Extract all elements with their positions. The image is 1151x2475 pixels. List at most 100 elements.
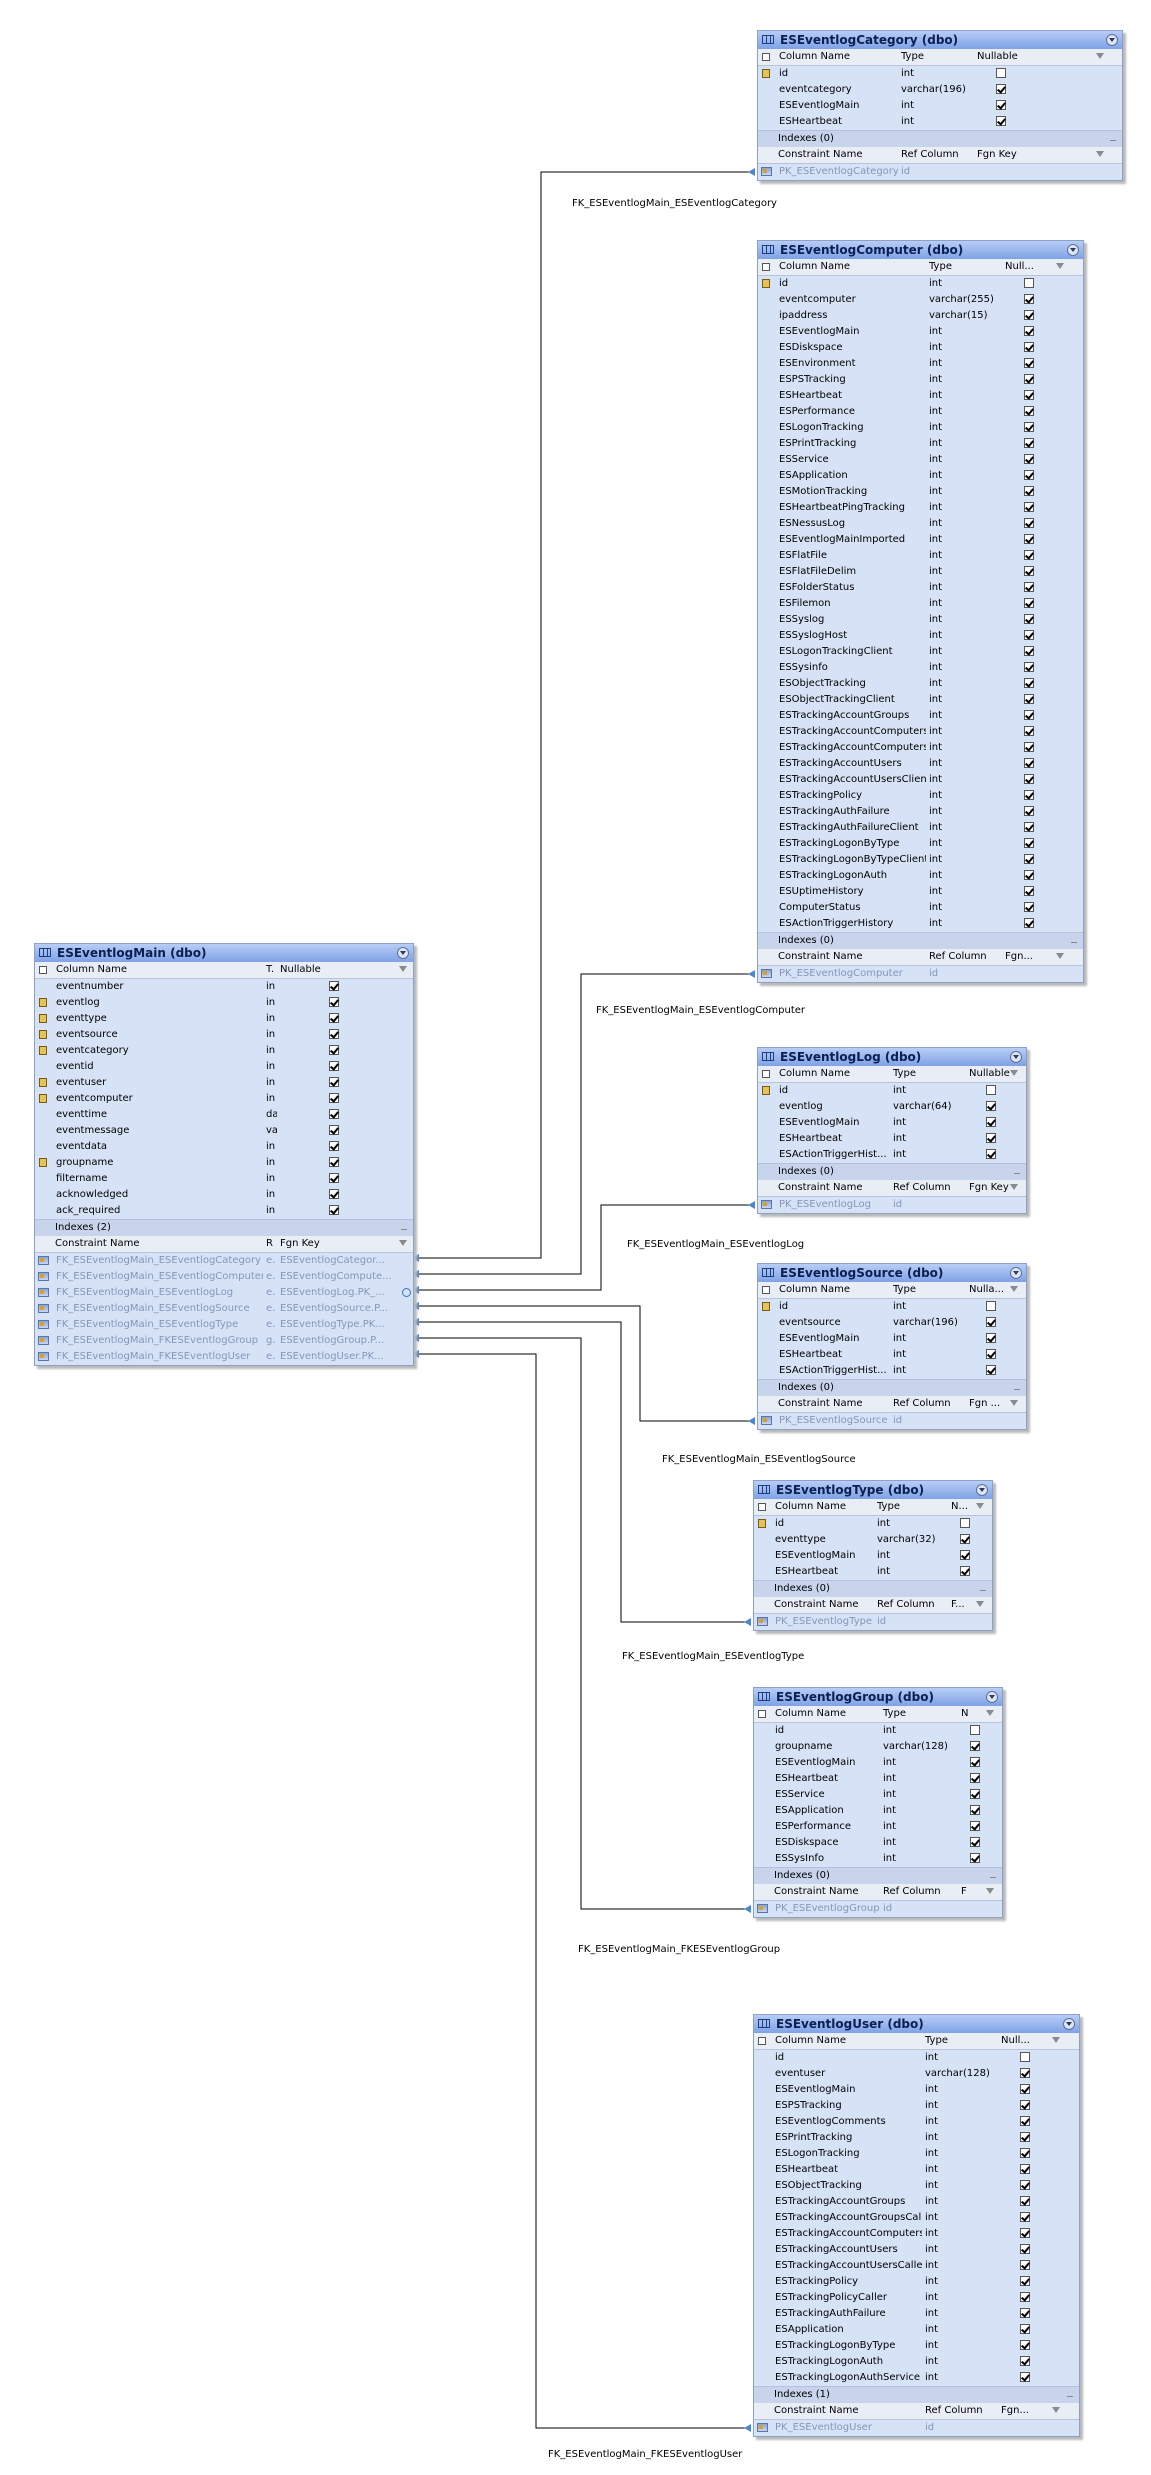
header-type[interactable]: Type xyxy=(893,1284,916,1295)
add-column-icon[interactable] xyxy=(758,1503,766,1511)
nullable-checkbox[interactable] xyxy=(1024,870,1034,880)
nullable-checkbox[interactable] xyxy=(1020,2292,1030,2302)
nullable-checkbox[interactable] xyxy=(1024,630,1034,640)
nullable-checkbox[interactable] xyxy=(1024,790,1034,800)
add-column-icon[interactable] xyxy=(762,263,770,271)
collapse-icon[interactable] xyxy=(1010,1051,1022,1063)
indexes-section[interactable]: Indexes (0) xyxy=(758,1163,1026,1180)
table-title-bar[interactable]: ESEventlogMain (dbo) xyxy=(35,944,413,962)
header-type[interactable]: Type xyxy=(929,261,952,272)
header-constraint-name[interactable]: Constraint Name xyxy=(774,2405,859,2416)
filter-icon[interactable] xyxy=(976,1601,984,1607)
filter-icon[interactable] xyxy=(1056,263,1064,269)
nullable-checkbox[interactable] xyxy=(1020,2116,1030,2126)
header-ref-column[interactable]: Ref Column xyxy=(883,1886,941,1897)
header-column-name[interactable]: Column Name xyxy=(775,2035,846,2046)
nullable-checkbox[interactable] xyxy=(960,1566,970,1576)
nullable-checkbox[interactable] xyxy=(1024,406,1034,416)
table-title-bar[interactable]: ESEventlogLog (dbo) xyxy=(758,1048,1026,1066)
nullable-checkbox[interactable] xyxy=(1024,278,1034,288)
expand-icon[interactable] xyxy=(1067,2393,1073,2397)
nullable-checkbox[interactable] xyxy=(1020,2372,1030,2382)
expand-icon[interactable] xyxy=(980,1587,986,1591)
table-eseventlogmain[interactable]: ESEventlogMain (dbo) Column Name T. Null… xyxy=(34,943,414,1366)
header-nullable[interactable]: Null... xyxy=(998,2033,1064,2049)
nullable-checkbox[interactable] xyxy=(1024,806,1034,816)
nullable-checkbox[interactable] xyxy=(970,1725,980,1735)
table-title-bar[interactable]: ESEventlogCategory (dbo) xyxy=(758,31,1122,49)
header-constraint-name[interactable]: Constraint Name xyxy=(778,1398,863,1409)
nullable-checkbox[interactable] xyxy=(329,997,339,1007)
indexes-section[interactable]: Indexes (1) xyxy=(754,2386,1079,2403)
indexes-section[interactable]: Indexes (0) xyxy=(758,932,1083,949)
expand-icon[interactable] xyxy=(1110,137,1116,141)
nullable-checkbox[interactable] xyxy=(970,1757,980,1767)
nullable-checkbox[interactable] xyxy=(1024,294,1034,304)
expand-icon[interactable] xyxy=(990,1874,996,1878)
header-nullable[interactable]: Nulla... xyxy=(966,1282,1022,1298)
nullable-checkbox[interactable] xyxy=(1024,550,1034,560)
nullable-checkbox[interactable] xyxy=(1024,646,1034,656)
header-fgn-key[interactable]: Fgn Key xyxy=(974,147,1108,163)
nullable-checkbox[interactable] xyxy=(986,1117,996,1127)
nullable-checkbox[interactable] xyxy=(1024,694,1034,704)
nullable-checkbox[interactable] xyxy=(1024,726,1034,736)
table-title-bar[interactable]: ESEventlogGroup (dbo) xyxy=(754,1688,1002,1706)
add-column-icon[interactable] xyxy=(762,1070,770,1078)
relationship-line[interactable] xyxy=(418,1353,745,2429)
nullable-checkbox[interactable] xyxy=(1020,2324,1030,2334)
nullable-checkbox[interactable] xyxy=(1024,614,1034,624)
header-type[interactable]: Type xyxy=(893,1068,916,1079)
nullable-checkbox[interactable] xyxy=(1024,486,1034,496)
nullable-checkbox[interactable] xyxy=(329,1125,339,1135)
nullable-checkbox[interactable] xyxy=(329,1157,339,1167)
column-row[interactable]: ESActionTriggerHist...int xyxy=(758,1363,1026,1379)
filter-icon[interactable] xyxy=(1096,151,1104,157)
nullable-checkbox[interactable] xyxy=(329,1189,339,1199)
header-constraint-name[interactable]: Constraint Name xyxy=(778,1182,863,1193)
header-ref-column[interactable]: Ref Column xyxy=(893,1398,951,1409)
header-ref-column[interactable]: Ref Column xyxy=(877,1599,935,1610)
